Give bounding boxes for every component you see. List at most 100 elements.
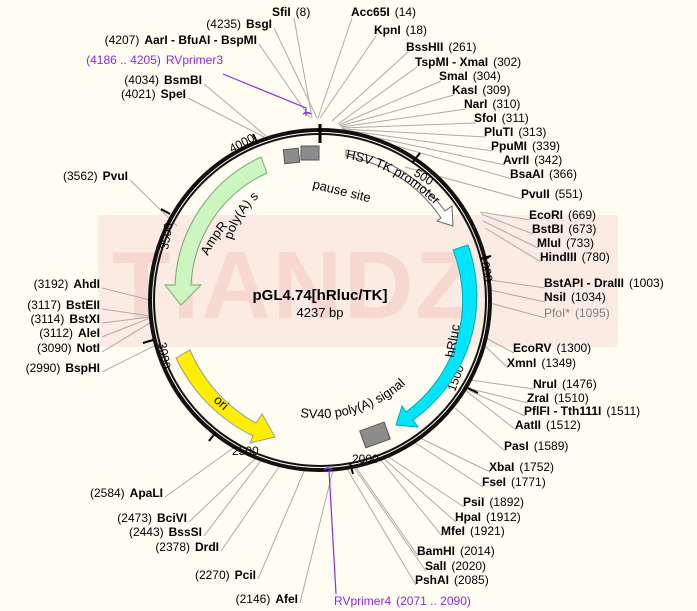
site-xmn[interactable]: XmnI(1349)	[507, 356, 576, 370]
site-ppu[interactable]: PpuMI(339)	[491, 139, 560, 153]
site-sal[interactable]: SalI(2020)	[425, 559, 486, 573]
site-drd[interactable]: (2378)DrdI	[155, 540, 219, 554]
site-mlu[interactable]: MluI(733)	[537, 236, 594, 250]
site-avr[interactable]: AvrII(342)	[503, 153, 562, 167]
hrluc-arrow[interactable]	[395, 244, 478, 428]
site-position: (4021)	[121, 87, 156, 101]
leader-line-kas	[339, 94, 455, 127]
leader-line-sma	[338, 80, 442, 126]
site-position: (1349)	[541, 356, 576, 370]
site-nsi[interactable]: NsiI(1034)	[544, 290, 606, 304]
primer-rv4-label[interactable]: RVprimer4(2071 .. 2090)	[334, 594, 471, 608]
site-ecori[interactable]: EcoRI(669)	[529, 208, 596, 222]
leader-line-spe	[187, 97, 265, 138]
ampr-arrow[interactable]	[163, 156, 268, 306]
sv40-polya-block[interactable]	[359, 421, 391, 449]
site-name: AatII	[515, 418, 541, 432]
polya-signal-block[interactable]	[282, 147, 301, 165]
site-pci[interactable]: (2270)PciI	[195, 568, 256, 582]
leader-line-mlu	[482, 220, 539, 249]
site-apal[interactable]: (2584)ApaLI	[90, 486, 163, 500]
site-kpn[interactable]: KpnI(18)	[374, 23, 427, 37]
site-bsaa[interactable]: BsaAI(366)	[510, 167, 577, 181]
site-bstx[interactable]: (3114)BstXI	[31, 312, 100, 326]
primer-range: (2071 .. 2090)	[396, 594, 471, 608]
site-spe[interactable]: (4021)SpeI	[121, 87, 186, 101]
site-bstbi[interactable]: BstBI (673)	[532, 222, 596, 236]
site-position: (673)	[568, 222, 596, 236]
site-pflfi[interactable]: PflFI - Tth111I (1511)	[524, 404, 640, 418]
site-pvu2[interactable]: PvuII(551)	[521, 187, 583, 201]
site-name: SmaI	[439, 69, 468, 83]
site-hind[interactable]: HindIII(780)	[540, 250, 610, 264]
leader-line-psi	[386, 455, 465, 508]
leader-line-ecori	[479, 211, 531, 221]
site-position: (1511)	[606, 404, 640, 418]
site-bciv[interactable]: (2473)BciVI	[117, 511, 187, 525]
leader-line-sal	[352, 465, 427, 572]
site-position: (2990)	[26, 361, 61, 375]
site-nru[interactable]: NruI(1476)	[533, 377, 597, 391]
plasmid-name: pGL4.74[hRluc/TK]	[252, 287, 387, 304]
site-position: (3562)	[63, 169, 98, 183]
site-bsph[interactable]: (2990)BspHI	[26, 361, 100, 375]
site-bsss[interactable]: (2443)BssSI	[129, 525, 202, 539]
position-ticks	[142, 133, 492, 475]
site-pfo[interactable]: PfoI*(1095)	[544, 306, 610, 320]
site-xba[interactable]: XbaI(1752)	[489, 460, 554, 474]
site-bsmb[interactable]: (4034)BsmBI	[124, 73, 202, 87]
rvprimer4-tick	[323, 467, 333, 471]
site-not[interactable]: (3090)NotI	[37, 341, 100, 355]
site-plu[interactable]: PluTI(313)	[484, 125, 546, 139]
ori-arrow[interactable]	[175, 349, 276, 444]
primer-range: (4186 .. 4205)	[86, 53, 161, 67]
rvprimer4-marker[interactable]	[328, 469, 337, 595]
primer-rv3-label[interactable]: (4186 .. 4205)RVprimer3	[86, 53, 223, 67]
site-psha[interactable]: PshAI(2085)	[415, 573, 489, 587]
site-ecorv[interactable]: EcoRV(1300)	[513, 341, 591, 355]
hsv-tk-promoter-arrow[interactable]	[345, 149, 454, 227]
site-sfo[interactable]: SfoI(311)	[474, 111, 529, 125]
site-ahd[interactable]: (3192)AhdI	[34, 277, 100, 291]
site-tsp[interactable]: TspMI - XmaI(302)	[415, 55, 521, 69]
site-position: (3117)	[27, 298, 61, 312]
site-pvu1[interactable]: (3562)PvuI	[63, 169, 128, 183]
site-bsg[interactable]: (4235)BsgI	[206, 17, 272, 31]
site-psi[interactable]: PsiI(1892)	[463, 495, 524, 509]
site-fse[interactable]: FseI(1771)	[482, 475, 546, 489]
pause-site-block[interactable]	[300, 145, 320, 161]
site-position: (2584)	[90, 486, 125, 500]
site-kas[interactable]: KasI(309)	[452, 83, 510, 97]
site-name: BstBI	[532, 222, 563, 236]
site-labels: SfiI(8) Acc65I(14) KpnI(18) BssHII(261)TspM…	[26, 5, 664, 606]
site-aat[interactable]: AatII(1512)	[515, 418, 581, 432]
sv40-polya-label: SV40 poly(A) signal	[300, 375, 408, 421]
site-sfi[interactable]: SfiI(8)	[272, 5, 310, 19]
leader-line-nsi	[489, 289, 546, 303]
site-bss[interactable]: BssHII(261)	[406, 40, 476, 54]
site-acc[interactable]: Acc65I(14)	[351, 5, 416, 19]
site-position: (313)	[518, 125, 546, 139]
leader-line-acc	[317, 17, 353, 119]
site-pas[interactable]: PasI(1589)	[504, 439, 568, 453]
site-aar[interactable]: (4207)AarI - BfuAI - BspMI	[105, 33, 257, 47]
site-zra[interactable]: ZraI(1510)	[527, 391, 589, 405]
site-name: NarI	[464, 97, 487, 111]
site-afe[interactable]: (2146)AfeI	[236, 592, 298, 606]
site-name: BsmBI	[164, 73, 202, 87]
site-name: MfeI	[441, 524, 465, 538]
site-ale[interactable]: (3112)AleI	[39, 326, 100, 340]
site-position: (342)	[534, 153, 562, 167]
site-nar[interactable]: NarI(310)	[464, 97, 520, 111]
site-name: HindIII	[540, 250, 577, 264]
leader-line-ahd	[101, 287, 151, 301]
rvprimer3-tick	[302, 111, 312, 115]
site-hpa[interactable]: HpaI(1912)	[455, 510, 521, 524]
site-sma[interactable]: SmaI(304)	[439, 69, 501, 83]
site-name: PflFI - Tth111I	[524, 404, 601, 418]
site-bste[interactable]: (3117)BstEII	[27, 298, 100, 312]
site-mfe[interactable]: MfeI(1921)	[441, 524, 505, 538]
pause-site-label: pause site	[311, 176, 372, 205]
site-bstapi[interactable]: BstAPI - DraIII(1003)	[544, 276, 664, 290]
site-bamhi[interactable]: BamHI(2014)	[417, 544, 495, 558]
